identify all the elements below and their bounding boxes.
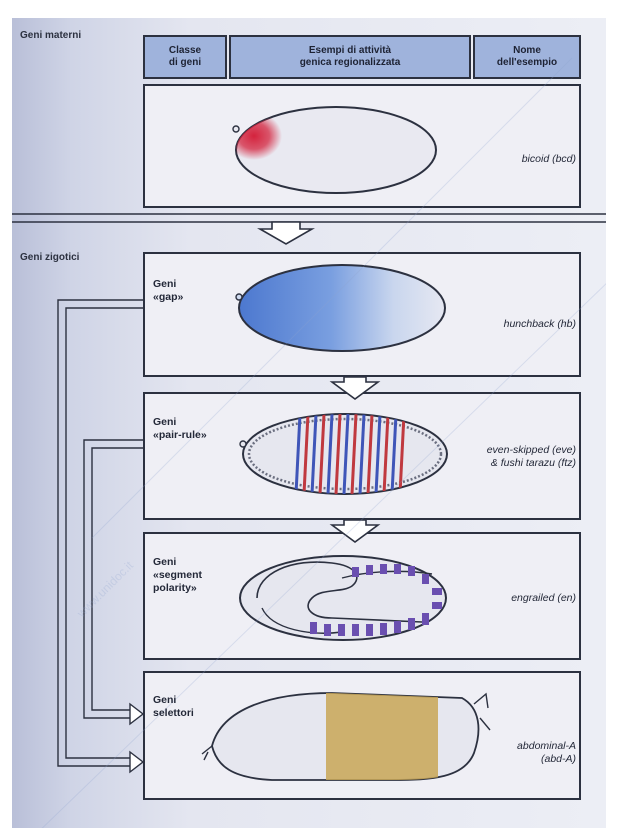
diagram-artwork: www.unidoc.it <box>12 18 606 828</box>
embryo-pair-rule <box>240 414 447 494</box>
example-abd-a: abdominal-A (abd-A) <box>517 740 576 766</box>
arrow-pair-rule-to-segment <box>332 520 378 542</box>
feedback-path-gap <box>58 300 143 766</box>
watermark-text: www.unidoc.it <box>74 558 137 621</box>
arrow-into-selector-upper <box>130 704 143 724</box>
embryo-bicoid <box>226 107 436 193</box>
example-engrailed: engrailed (en) <box>511 592 576 605</box>
example-bicoid: bicoid (bcd) <box>522 153 576 166</box>
embryo-selector <box>202 688 490 784</box>
figure-panel: Classe di geni Esempi di attività genica… <box>12 18 606 828</box>
class-label-gap: Geni «gap» <box>153 278 183 304</box>
example-hunchback: hunchback (hb) <box>504 318 576 331</box>
embryo-hunchback <box>236 265 445 351</box>
arrow-gap-to-pair-rule <box>332 377 378 399</box>
arrow-maternal-to-gap <box>260 222 312 244</box>
example-eve-ftz: even-skipped (eve) & fushi tarazu (ftz) <box>487 444 576 470</box>
class-label-pair-rule: Geni «pair-rule» <box>153 416 207 442</box>
embryo-segment-polarity <box>240 556 446 640</box>
class-label-segment-polarity: Geni «segment polarity» <box>153 556 202 595</box>
class-label-selector: Geni selettori <box>153 694 194 720</box>
arrow-into-selector-lower <box>130 752 143 772</box>
